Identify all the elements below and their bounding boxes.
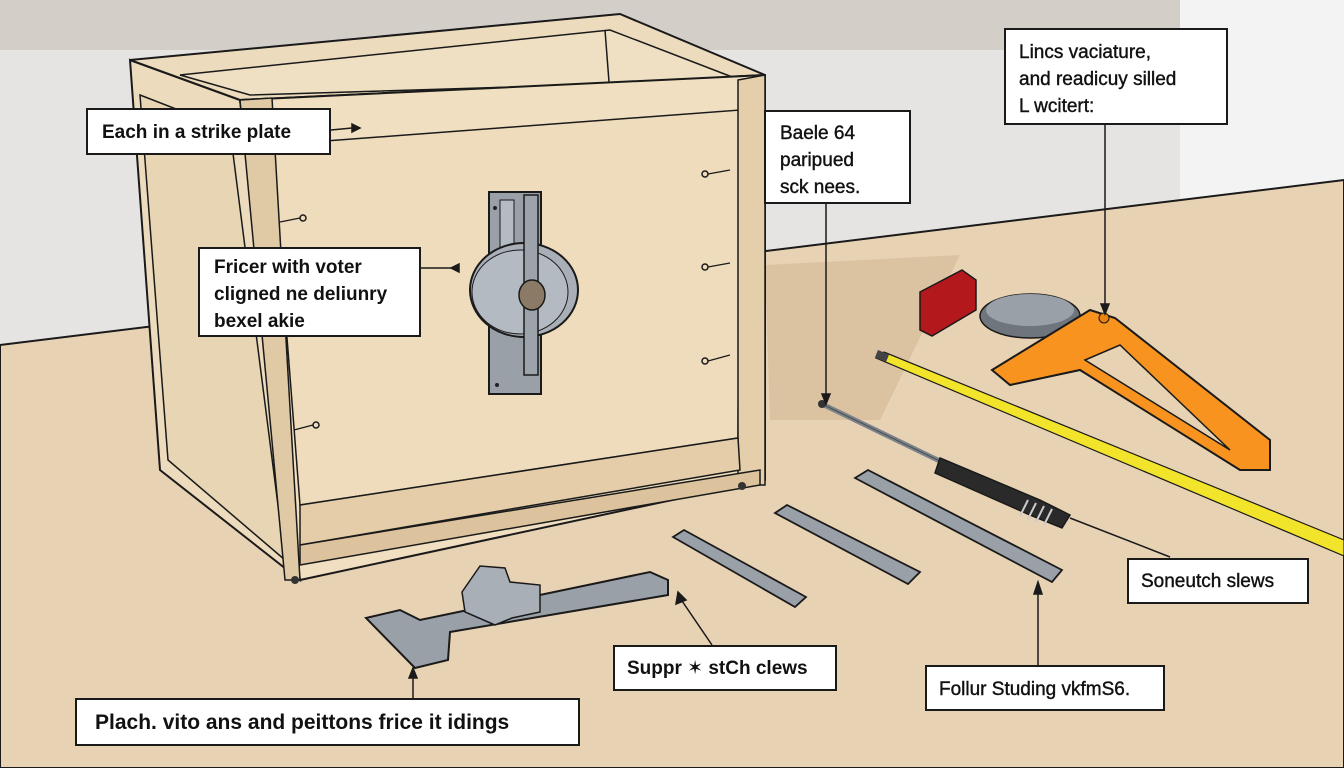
callout-leaders bbox=[330, 122, 1111, 698]
cabinet-base-rail bbox=[299, 469, 761, 566]
plate-long bbox=[853, 468, 1064, 584]
callout-text: cligned ne deliunry bbox=[214, 284, 388, 305]
screw-leader-lines bbox=[279, 169, 731, 431]
callout-text: Baele 64 bbox=[780, 123, 856, 144]
latch-knob bbox=[518, 279, 546, 311]
callout-strike-plate: Each in a strike plate bbox=[86, 108, 331, 155]
cabinet-right-post bbox=[737, 74, 766, 486]
callout-text: sck nees. bbox=[780, 177, 861, 198]
cabinet-left-post bbox=[239, 97, 301, 581]
callout-text: Follur Studing vkfmS6. bbox=[939, 679, 1131, 700]
callout-text: Suppr ✶ stCh clews bbox=[627, 658, 808, 679]
latch-plate-screw bbox=[495, 383, 499, 387]
tool-tape-measure bbox=[874, 350, 1344, 557]
callout-text: Fricer with voter bbox=[214, 257, 362, 278]
callout-side-screws: Baele 64 paripued sck nees. bbox=[764, 110, 911, 204]
cabinet-foot bbox=[738, 482, 746, 490]
callout-text: Plach. vito ans and peittons frice it id… bbox=[95, 711, 510, 734]
callout-text: Each in a strike plate bbox=[102, 122, 292, 143]
callout-text: paripued bbox=[780, 150, 854, 171]
cabinet-foot bbox=[291, 576, 299, 584]
cabinet-bottom-rail bbox=[299, 437, 741, 546]
callout-text: bexel akie bbox=[214, 311, 305, 332]
callout-text: and readicuy silled bbox=[1019, 69, 1177, 90]
callout-plates: Suppr ✶ stCh clews bbox=[613, 645, 837, 691]
l-bracket bbox=[364, 565, 669, 670]
tool-orange-clamp bbox=[990, 308, 1271, 471]
tool-metal-puck bbox=[979, 293, 1081, 339]
latch-assembly bbox=[469, 191, 579, 395]
callout-bracket: Plach. vito ans and peittons frice it id… bbox=[75, 698, 580, 746]
latch-plate-screw bbox=[493, 206, 497, 210]
tool-red-block bbox=[919, 269, 977, 337]
plate-short bbox=[671, 528, 808, 609]
tool-screwdriver bbox=[818, 400, 1171, 558]
callout-text: L wcitert: bbox=[1019, 96, 1095, 117]
callout-screwdriver: Soneutch slews bbox=[1127, 558, 1309, 604]
plate-medium bbox=[773, 503, 922, 586]
callout-text: Soneutch slews bbox=[1141, 571, 1275, 592]
callout-orange-tool: Lincs vaciature, and readicuy silled L w… bbox=[1004, 28, 1228, 125]
bench-shadow bbox=[765, 255, 960, 420]
metal-plates bbox=[671, 468, 1064, 609]
callout-text: Lincs vaciature, bbox=[1019, 42, 1152, 63]
callout-long-plate: Follur Studing vkfmS6. bbox=[925, 665, 1165, 711]
callout-latch: Fricer with voter cligned ne deliunry be… bbox=[198, 247, 421, 337]
